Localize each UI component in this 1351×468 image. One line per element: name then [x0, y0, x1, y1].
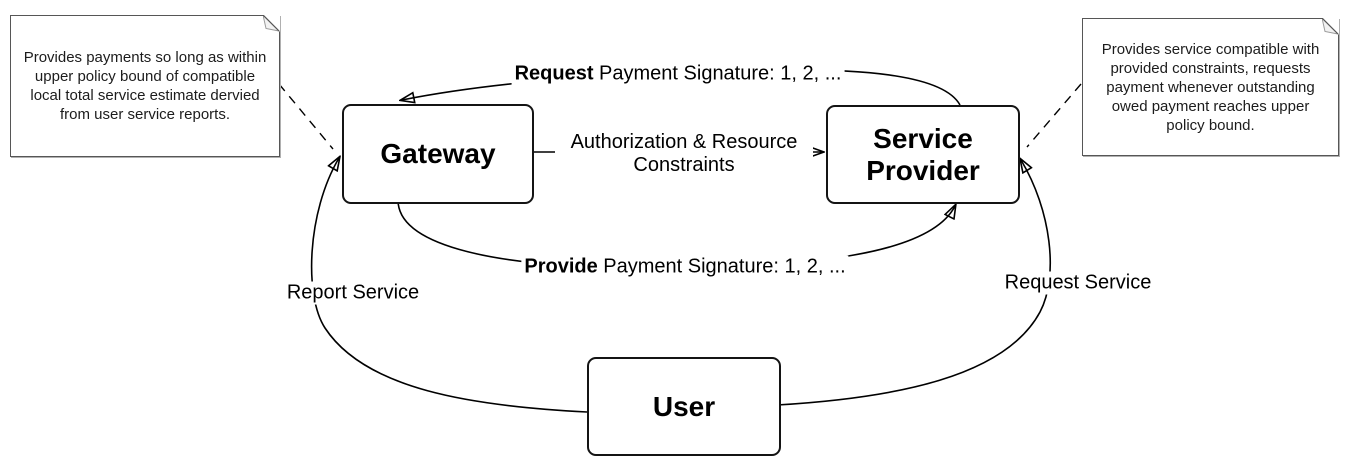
node-gateway: Gateway [342, 104, 534, 204]
node-user: User [587, 357, 781, 456]
node-service-provider-label: Service Provider [866, 123, 980, 186]
edge-label-provide-keyword: Provide [524, 255, 598, 278]
note-gateway-policy-text: Provides payments so long as within uppe… [23, 49, 267, 123]
edge-label-provide-payment-signature: Provide Payment Signature: 1, 2, ... [521, 255, 849, 279]
edge-request-service [776, 160, 1052, 406]
edge-label-provide-rest: Payment Signature: 1, 2, ... [597, 255, 846, 278]
folded-corner-icon [1322, 18, 1339, 35]
edge-report-service [310, 158, 588, 413]
edge-label-request-keyword: Request [514, 62, 594, 85]
edge-note-to-gateway [278, 83, 334, 150]
edge-label-authorization-constraints: Authorization & Resource Constraints [555, 131, 813, 177]
edge-label-request-rest: Payment Signature: 1, 2, ... [593, 62, 842, 85]
note-service-provider-policy-text: Provides service compatible with provide… [1101, 40, 1320, 134]
note-service-provider-policy: Provides service compatible with provide… [1082, 18, 1339, 156]
node-user-label: User [652, 390, 716, 422]
folded-corner-icon [263, 15, 280, 32]
edge-label-request-service: Request Service [1001, 271, 1155, 295]
note-gateway-policy: Provides payments so long as within uppe… [10, 15, 280, 157]
node-gateway-label: Gateway [380, 138, 496, 170]
edge-label-report-service: Report Service [283, 281, 423, 305]
edge-label-request-payment-signature: Request Payment Signature: 1, 2, ... [511, 62, 845, 86]
node-service-provider: Service Provider [826, 105, 1020, 204]
edge-note-to-service-provider [1026, 83, 1082, 148]
